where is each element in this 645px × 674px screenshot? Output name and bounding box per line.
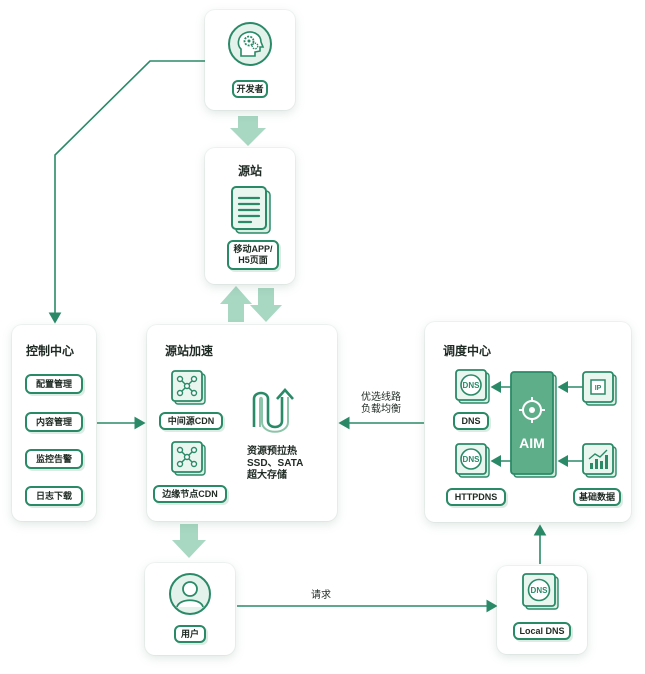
acceleration-card: 源站加速 中间源CDN 边缘节点CDN (147, 325, 337, 521)
user-label: 用户 (174, 625, 206, 643)
developer-brain-icon (228, 22, 272, 66)
dns-label: DNS (453, 412, 489, 430)
local-dns-label: Local DNS (513, 622, 571, 640)
aim-block: AIM (510, 371, 557, 478)
acceleration-to-user-block-arrow (172, 524, 206, 558)
developer-card: 开发者 (205, 10, 295, 110)
dns-icon-text: DNS (463, 381, 481, 390)
local-dns-card: DNS Local DNS (497, 566, 587, 654)
origin-to-acceleration-block-arrow (250, 288, 282, 322)
httpdns-icon: DNS (455, 443, 490, 478)
request-label: 请求 (311, 590, 331, 601)
control-center-title: 控制中心 (26, 344, 75, 358)
local-dns-icon: DNS (522, 573, 559, 610)
document-icon (231, 186, 271, 234)
mid-source-cdn-label: 中间源CDN (159, 412, 223, 430)
monitoring-alerts-item[interactable]: 监控告警 (25, 449, 83, 469)
scheduling-title: 调度中心 (443, 344, 492, 358)
config-management-item[interactable]: 配置管理 (25, 374, 83, 394)
ip-icon: IP (582, 371, 617, 406)
user-card: 用户 (145, 563, 235, 655)
routing-label: 优选线路 负载均衡 (361, 392, 401, 415)
basic-data-label: 基础数据 (573, 488, 621, 506)
ip-text: IP (595, 385, 602, 392)
local-dns-icon-text: DNS (531, 586, 549, 595)
network-icon (171, 441, 206, 476)
user-icon (169, 573, 211, 615)
aim-text: AIM (519, 435, 545, 451)
dns-icon: DNS (455, 369, 490, 404)
control-center-card: 控制中心 配置管理 内容管理 监控告警 日志下载 (12, 325, 96, 521)
acceleration-title: 源站加速 (165, 344, 214, 358)
developer-to-control-line (48, 60, 205, 324)
log-download-item[interactable]: 日志下载 (25, 486, 83, 506)
origin-card: 源站 移动APP/ H5页面 (205, 148, 295, 284)
origin-title: 源站 (238, 164, 263, 178)
prefetch-arrow-icon (251, 387, 297, 433)
chart-icon (582, 443, 617, 478)
httpdns-icon-text: DNS (463, 455, 481, 464)
origin-content-label: 移动APP/ H5页面 (227, 240, 279, 270)
storage-description: 资源预拉热 SSD、SATA 超大存储 (247, 446, 304, 481)
developer-to-origin-block-arrow (230, 116, 266, 146)
edge-node-cdn-label: 边缘节点CDN (153, 485, 227, 503)
scheduling-card: 调度中心 DNS DNS DNS HTTPDNS AIM (425, 322, 631, 522)
scheduling-internal-arrows (490, 381, 583, 467)
content-management-item[interactable]: 内容管理 (25, 412, 83, 432)
acceleration-to-origin-block-arrow (220, 286, 252, 322)
httpdns-label: HTTPDNS (446, 488, 506, 506)
developer-label: 开发者 (232, 80, 268, 98)
network-icon (171, 370, 206, 405)
